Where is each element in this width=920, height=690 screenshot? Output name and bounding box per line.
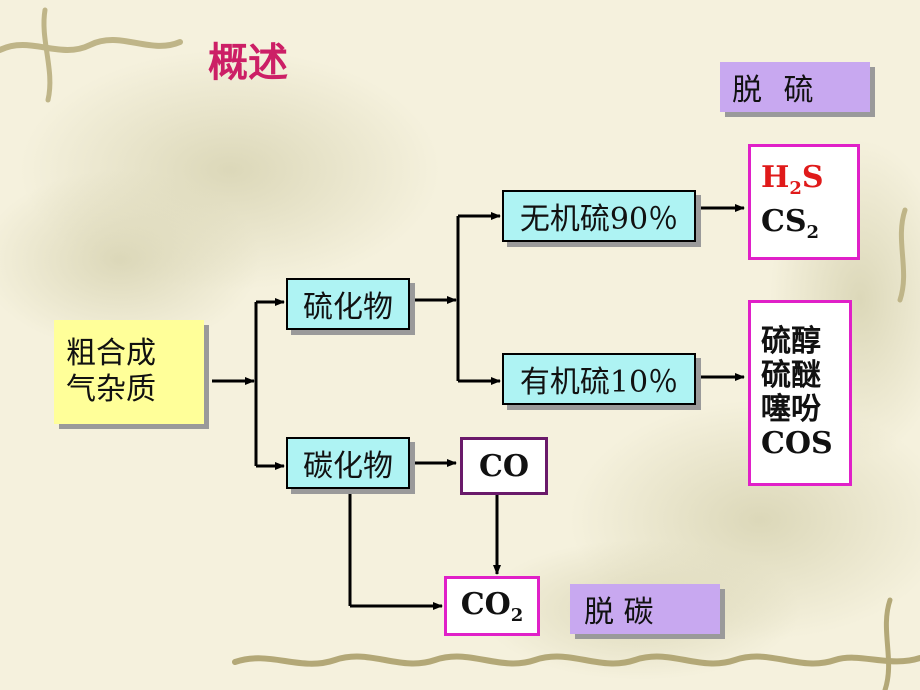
inorganic-sulfur-box: 无机硫90％ (502, 190, 696, 242)
crude-gas-line2: 气杂质 (66, 372, 156, 407)
co2-box: CO2 (444, 576, 540, 636)
carbide-text: 碳化物 (303, 449, 393, 484)
carbide-box: 碳化物 (286, 437, 410, 489)
cs2-formula: CS2 (761, 204, 820, 243)
crude-gas-impurities-box: 粗合成 气杂质 (54, 320, 204, 424)
desulfurization-text: 脱 硫 (732, 73, 814, 108)
page-title: 概述 (208, 40, 288, 86)
co-box: CO (460, 437, 548, 495)
vine-top-left (0, 37, 183, 53)
organic-sulfur-text: 有机硫10％ (519, 365, 679, 400)
sulfide-text: 硫化物 (303, 290, 393, 325)
organic-product-thioether: 硫醚 (761, 358, 821, 394)
organic-products-box: 硫醇 硫醚 噻吩 COS (748, 300, 852, 486)
desulfurization-label: 脱 硫 (720, 62, 870, 112)
crude-gas-line1: 粗合成 (66, 336, 156, 371)
organic-sulfur-box: 有机硫10％ (502, 353, 696, 405)
inorganic-sulfur-text: 无机硫90％ (519, 202, 679, 237)
sulfide-box: 硫化物 (286, 278, 410, 330)
organic-product-thiol: 硫醇 (761, 324, 821, 360)
co2-formula: CO2 (460, 586, 524, 626)
inorganic-products-box: H2S CS2 (748, 144, 860, 260)
decarbonization-label: 脱 碳 (570, 584, 720, 634)
decarbonization-text: 脱 碳 (584, 595, 654, 630)
organic-product-cos: COS (761, 425, 833, 461)
co-text: CO (478, 448, 529, 484)
h2s-formula: H2S (761, 160, 824, 200)
organic-product-thiophene: 噻吩 (761, 392, 821, 427)
vine-bottom (232, 653, 920, 667)
